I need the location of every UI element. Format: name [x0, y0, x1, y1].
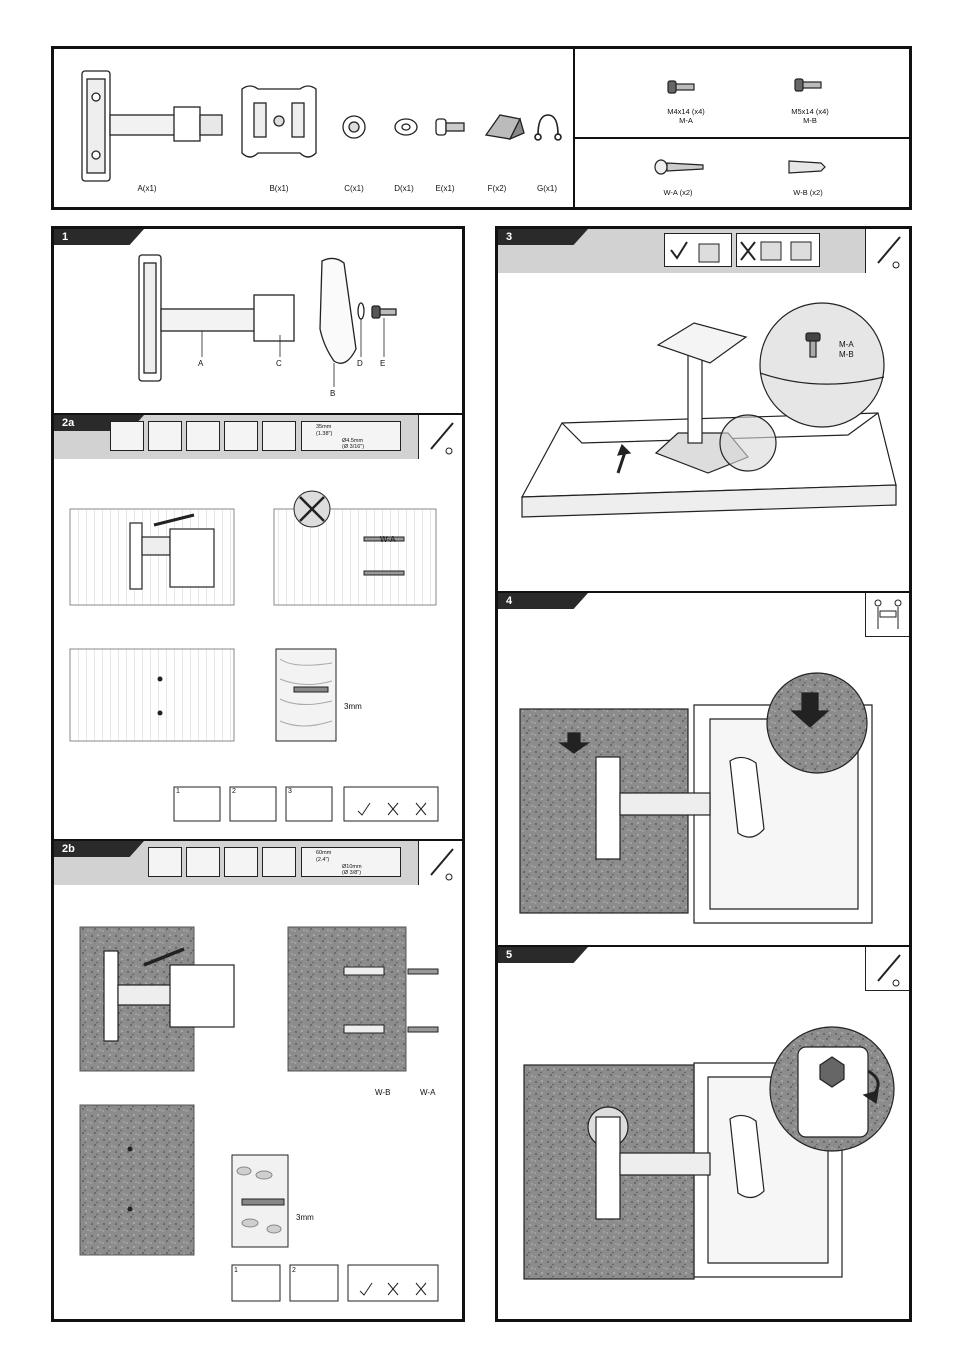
screw-wa-name: W-A (x2): [663, 188, 693, 197]
screws-illustrations: [654, 78, 826, 175]
screw-mb-code: M-B: [803, 116, 817, 125]
step-5-panel: 5: [498, 947, 909, 1319]
drill-depth: 60mm: [316, 850, 332, 856]
parts-illustrations: [81, 70, 562, 182]
part-d-washer-illustration: [394, 118, 418, 136]
drill-diameter-in: (Ø 3/16"): [342, 444, 365, 450]
level-icon: [148, 421, 182, 451]
divider-4-5: [498, 945, 909, 947]
step-2b-substep-2: 2: [292, 1267, 296, 1274]
step-4-tab: 4: [498, 593, 588, 609]
part-label-c: C(x1): [344, 184, 364, 193]
step-2a-wa-label: W-A: [380, 535, 396, 544]
drill-icon: [262, 421, 296, 451]
divider-1-2a: [54, 413, 462, 415]
drill-bit-spec-2b: 60mm (2.4") Ø10mm (Ø 3/8"): [301, 847, 401, 877]
part-f-spacer-illustration: [484, 114, 525, 141]
divider-3-4: [498, 591, 909, 593]
step-4-panel: 4: [498, 593, 909, 945]
drill-diameter: Ø10mm: [342, 864, 362, 870]
parts-divider: [573, 49, 575, 207]
step-2a-substep-3: 3: [288, 788, 292, 795]
part-label-a: A(x1): [137, 184, 157, 193]
screw-mb-name: M5x14 (x4): [791, 107, 829, 116]
pen-icon: [224, 421, 258, 451]
step-2a-tools-bar: [110, 421, 296, 451]
step-5-tab: 5: [498, 947, 588, 963]
part-e-bolt-illustration: [435, 118, 465, 136]
step-1-illustration: [138, 254, 397, 387]
part-g-clip-illustration: [534, 114, 562, 141]
pencil-icon: [186, 847, 220, 877]
drill-depth-in: (1.38"): [316, 431, 333, 437]
screw-ma-code: M-A: [679, 116, 693, 125]
step-1-label-d: D: [357, 359, 363, 368]
divider-2a-2b: [54, 839, 462, 841]
two-person-lift-icon: [865, 593, 909, 637]
part-label-d: D(x1): [394, 184, 414, 193]
drill-diameter-in: (Ø 3/8"): [342, 870, 362, 876]
screwdriver-icon: [865, 947, 909, 991]
part-label-e: E(x1): [435, 184, 455, 193]
step-2a-illustration: [69, 490, 439, 822]
step-3-illustration: [520, 302, 897, 518]
drill-icon: [262, 847, 296, 877]
step-1-tab: 1: [54, 229, 144, 245]
step-2b-gap-label: 3mm: [296, 1213, 314, 1222]
step-5-illustration: [523, 1026, 895, 1280]
step-3-tab: 3: [498, 229, 588, 245]
step-1-label-e: E: [380, 359, 386, 368]
step-2b-tab: 2b: [54, 841, 144, 857]
part-b-plate-illustration: [241, 85, 317, 158]
step-2a-gap-label: 3mm: [344, 702, 362, 711]
part-label-g: G(x1): [537, 184, 557, 193]
part-label-b: B(x1): [269, 184, 289, 193]
step-3-panel: 3 M-A M-B: [498, 229, 909, 591]
parts-panel: A(x1) B(x1) C(x1) D(x1) E(x1) F(x2) G(x1…: [51, 46, 912, 210]
pencil-icon: [186, 421, 220, 451]
step-3-ma-label: M-A: [839, 340, 854, 349]
drill-depth-in: (2.4"): [316, 857, 330, 863]
step-2b-illustration: [79, 926, 439, 1302]
drill-diameter: Ø4.5mm: [342, 438, 364, 444]
level-icon: [148, 847, 182, 877]
step-2b-panel: 2b 60mm (2.4") Ø10mm (Ø 3/8"): [54, 841, 462, 1319]
correct-position-box: [664, 233, 732, 267]
pen-icon: [224, 847, 258, 877]
step-2a-substep-1: 1: [176, 788, 180, 795]
stud-finder-icon: [110, 421, 144, 451]
screws-divider: [575, 137, 909, 139]
step-4-illustration: [519, 672, 873, 924]
step-1-label-c: C: [276, 359, 282, 368]
drill-depth: 35mm: [316, 424, 332, 430]
screw-ma-name: M4x14 (x4): [667, 107, 705, 116]
part-label-f: F(x2): [487, 184, 507, 193]
drill-bit-spec-2a: 35mm (1.38") Ø4.5mm (Ø 3/16"): [301, 421, 401, 451]
step-2b-wb-label: W-B: [375, 1088, 391, 1097]
step-1-label-a: A: [198, 359, 204, 368]
screwdriver-icon: [418, 841, 462, 885]
screw-wb-name: W-B (x2): [793, 188, 823, 197]
part-c-nut-illustration: [342, 115, 366, 139]
step-3-mb-label: M-B: [839, 350, 854, 359]
step-1-panel: 1 A C B D E: [54, 229, 462, 413]
step-1-label-b: B: [330, 389, 336, 398]
step-2b-substep-1: 1: [234, 1267, 238, 1274]
step-2b-wa-label: W-A: [420, 1088, 436, 1097]
screwdriver-icon: [418, 415, 462, 459]
screwdriver-icon: [865, 229, 909, 273]
step-2b-tools-bar: [148, 847, 296, 877]
part-a-arm-illustration: [81, 70, 223, 182]
step-2a-substep-2: 2: [232, 788, 236, 795]
step-2a-panel: 2a 35mm (1.38") Ø4.5mm (Ø 3/16"): [54, 415, 462, 839]
wrong-position-box: [736, 233, 820, 267]
